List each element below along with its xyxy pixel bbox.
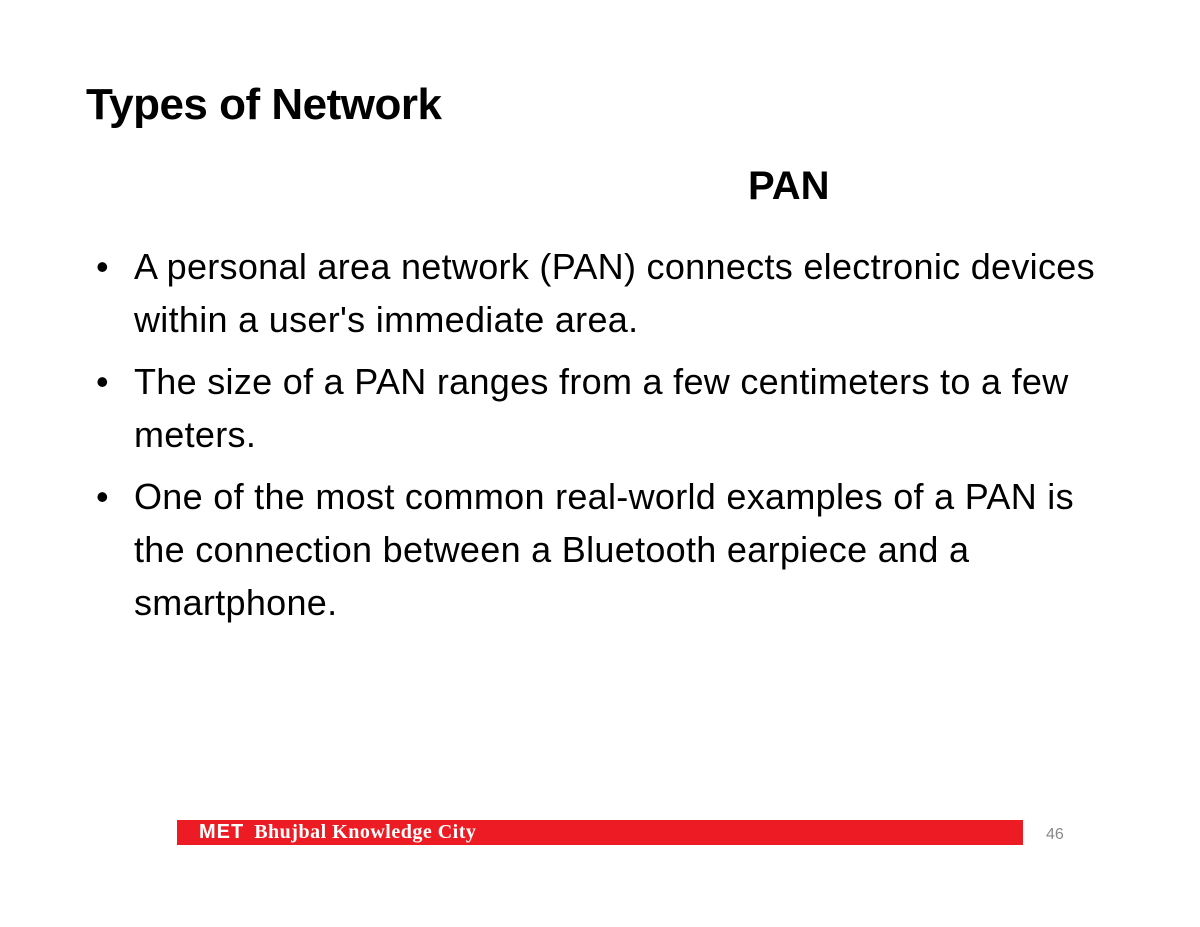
footer-banner: MET Bhujbal Knowledge City	[177, 820, 1023, 845]
met-logo: MET	[199, 821, 245, 843]
bullet-item: One of the most common real-world exampl…	[96, 470, 1106, 629]
slide-title: Types of Network	[86, 80, 442, 129]
bullet-item: The size of a PAN ranges from a few cent…	[96, 355, 1106, 461]
page-number: 46	[1046, 826, 1064, 843]
slide-subtitle: PAN	[748, 164, 830, 208]
footer-institution: Bhujbal Knowledge City	[254, 821, 477, 843]
bullet-list: A personal area network (PAN) connects e…	[96, 240, 1106, 638]
bullet-item: A personal area network (PAN) connects e…	[96, 240, 1106, 346]
